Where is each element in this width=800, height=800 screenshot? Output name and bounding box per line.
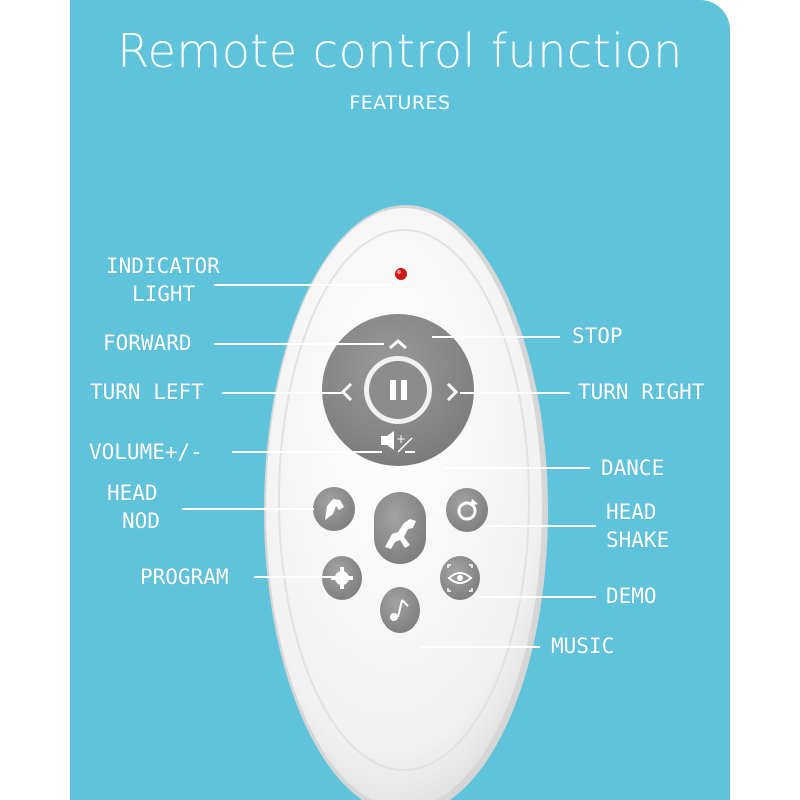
leader-line-forward: [214, 343, 384, 345]
demo-button[interactable]: [440, 556, 480, 600]
label-program: PROGRAM: [140, 565, 229, 589]
label-music: MUSIC: [551, 634, 615, 658]
music-button[interactable]: [380, 587, 420, 633]
leader-line-program: [254, 576, 334, 578]
horse-head-icon: [325, 499, 344, 520]
page-title: Remote control function: [117, 24, 683, 78]
leader-line-head-nod: [182, 508, 314, 510]
label-head-nod-2: NOD: [122, 509, 160, 533]
label-head-shake: HEAD: [606, 500, 657, 524]
chevron-up-icon[interactable]: [389, 339, 407, 350]
led-icon: [395, 268, 407, 280]
dance-button[interactable]: [374, 492, 426, 564]
rotate-icon: [457, 501, 477, 521]
leader-line-demo: [478, 596, 596, 598]
svg-text:+: +: [396, 432, 406, 446]
leader-line-volume: [232, 451, 382, 453]
leader-line-music: [420, 646, 540, 648]
chevron-left-icon[interactable]: [340, 382, 353, 402]
label-demo: DEMO: [606, 584, 657, 608]
speaker-icon[interactable]: +: [381, 431, 415, 453]
horse-icon: [385, 519, 416, 549]
label-turn-right: TURN RIGHT: [578, 380, 705, 404]
gear-icon: [331, 567, 353, 589]
chevron-right-icon[interactable]: [446, 382, 459, 402]
leader-line-turn-left: [222, 392, 342, 394]
leader-line-stop: [432, 336, 560, 338]
label-forward: FORWARD: [103, 331, 192, 355]
music-note-icon: [390, 599, 409, 621]
program-button[interactable]: [322, 556, 362, 600]
panel-corner: [670, 0, 730, 60]
leader-line-dance: [444, 467, 590, 469]
dpad[interactable]: [322, 314, 474, 466]
label-head-shake-2: SHAKE: [606, 528, 670, 552]
label-turn-left: TURN LEFT: [90, 380, 204, 404]
label-indicator-light-2: LIGHT: [132, 282, 196, 306]
eye-icon: [447, 564, 473, 592]
leader-line-turn-right: [460, 392, 570, 394]
leader-line-indicator: [214, 284, 390, 286]
head-nod-button[interactable]: [313, 487, 355, 531]
label-dance: DANCE: [601, 456, 665, 480]
label-head-nod: HEAD: [107, 481, 158, 505]
leader-line-head-shake: [486, 525, 596, 527]
label-stop: STOP: [572, 324, 623, 348]
label-volume: VOLUME+/-: [89, 440, 203, 464]
head-shake-button[interactable]: [446, 488, 488, 532]
label-indicator-light: INDICATOR: [106, 254, 220, 278]
page-subtitle: FEATURES: [349, 92, 451, 114]
pause-icon[interactable]: [390, 380, 407, 400]
